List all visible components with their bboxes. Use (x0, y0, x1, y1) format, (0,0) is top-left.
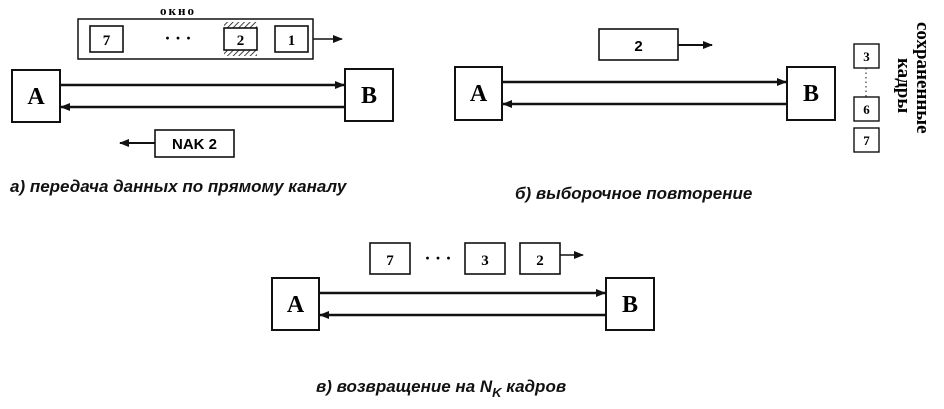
node-b-label: B (361, 83, 377, 109)
frame-2-hatch-bottom (224, 50, 257, 56)
saved-frame-6 (853, 96, 880, 122)
node-b-label: B (622, 292, 638, 318)
frames-ellipsis: · · · (424, 248, 451, 268)
window-label: окно (160, 3, 196, 18)
frame-2-label: 2 (237, 33, 245, 49)
node-b (344, 68, 394, 122)
caption-c-suffix: кадров (502, 377, 567, 396)
node-a-label: A (470, 81, 488, 107)
frame-7 (89, 25, 124, 53)
saved-frame-6-label: 6 (863, 102, 870, 117)
panel-a: окно 7 · · · 2 1 A B NAK 2 а) передача д… (10, 3, 394, 196)
nak-frame (154, 129, 235, 158)
frame-2-resent-label: 2 (634, 38, 642, 55)
nak-label: NAK 2 (172, 136, 217, 153)
frame-2 (519, 242, 561, 275)
node-a (454, 66, 503, 121)
frame-3-label: 3 (481, 253, 489, 269)
saved-frames-label-line1: сохраненные (912, 22, 933, 134)
frame-7 (369, 242, 411, 275)
node-a-label: A (287, 292, 305, 318)
saved-frame-7 (853, 127, 880, 153)
panel-c: 7 · · · 3 2 A B в) возвращение на NK кад… (271, 242, 655, 400)
frame-1 (274, 25, 309, 53)
frame-1-label: 1 (288, 33, 296, 49)
frame-7-label: 7 (103, 33, 111, 49)
frames-ellipsis: · · · (164, 28, 191, 48)
node-a-label: A (27, 84, 45, 110)
frame-3 (464, 242, 506, 275)
frame-2 (223, 27, 258, 51)
node-a (271, 277, 320, 331)
node-a (11, 69, 61, 123)
saved-frames-label-line2: кадры (893, 58, 914, 113)
node-b-label: B (803, 81, 819, 107)
caption-c-prefix: в) возвращение на N (316, 377, 493, 396)
frame-7-label: 7 (386, 253, 394, 269)
saved-frame-3-label: 3 (863, 49, 870, 64)
caption-c-subscript: K (492, 385, 503, 400)
frame-2-label: 2 (536, 253, 544, 269)
caption-a: а) передача данных по прямому каналу (10, 177, 348, 196)
caption-b: б) выборочное повторение (515, 184, 752, 203)
node-b (786, 66, 836, 121)
saved-frame-7-label: 7 (863, 133, 870, 148)
node-b (605, 277, 655, 331)
panel-b: 2 A B 3 6 7 сохраненные кадры б) выбороч… (454, 22, 933, 203)
saved-frame-3 (853, 43, 880, 69)
frame-2-hatch-top (224, 22, 257, 28)
caption-c: в) возвращение на NK кадров (316, 377, 566, 400)
